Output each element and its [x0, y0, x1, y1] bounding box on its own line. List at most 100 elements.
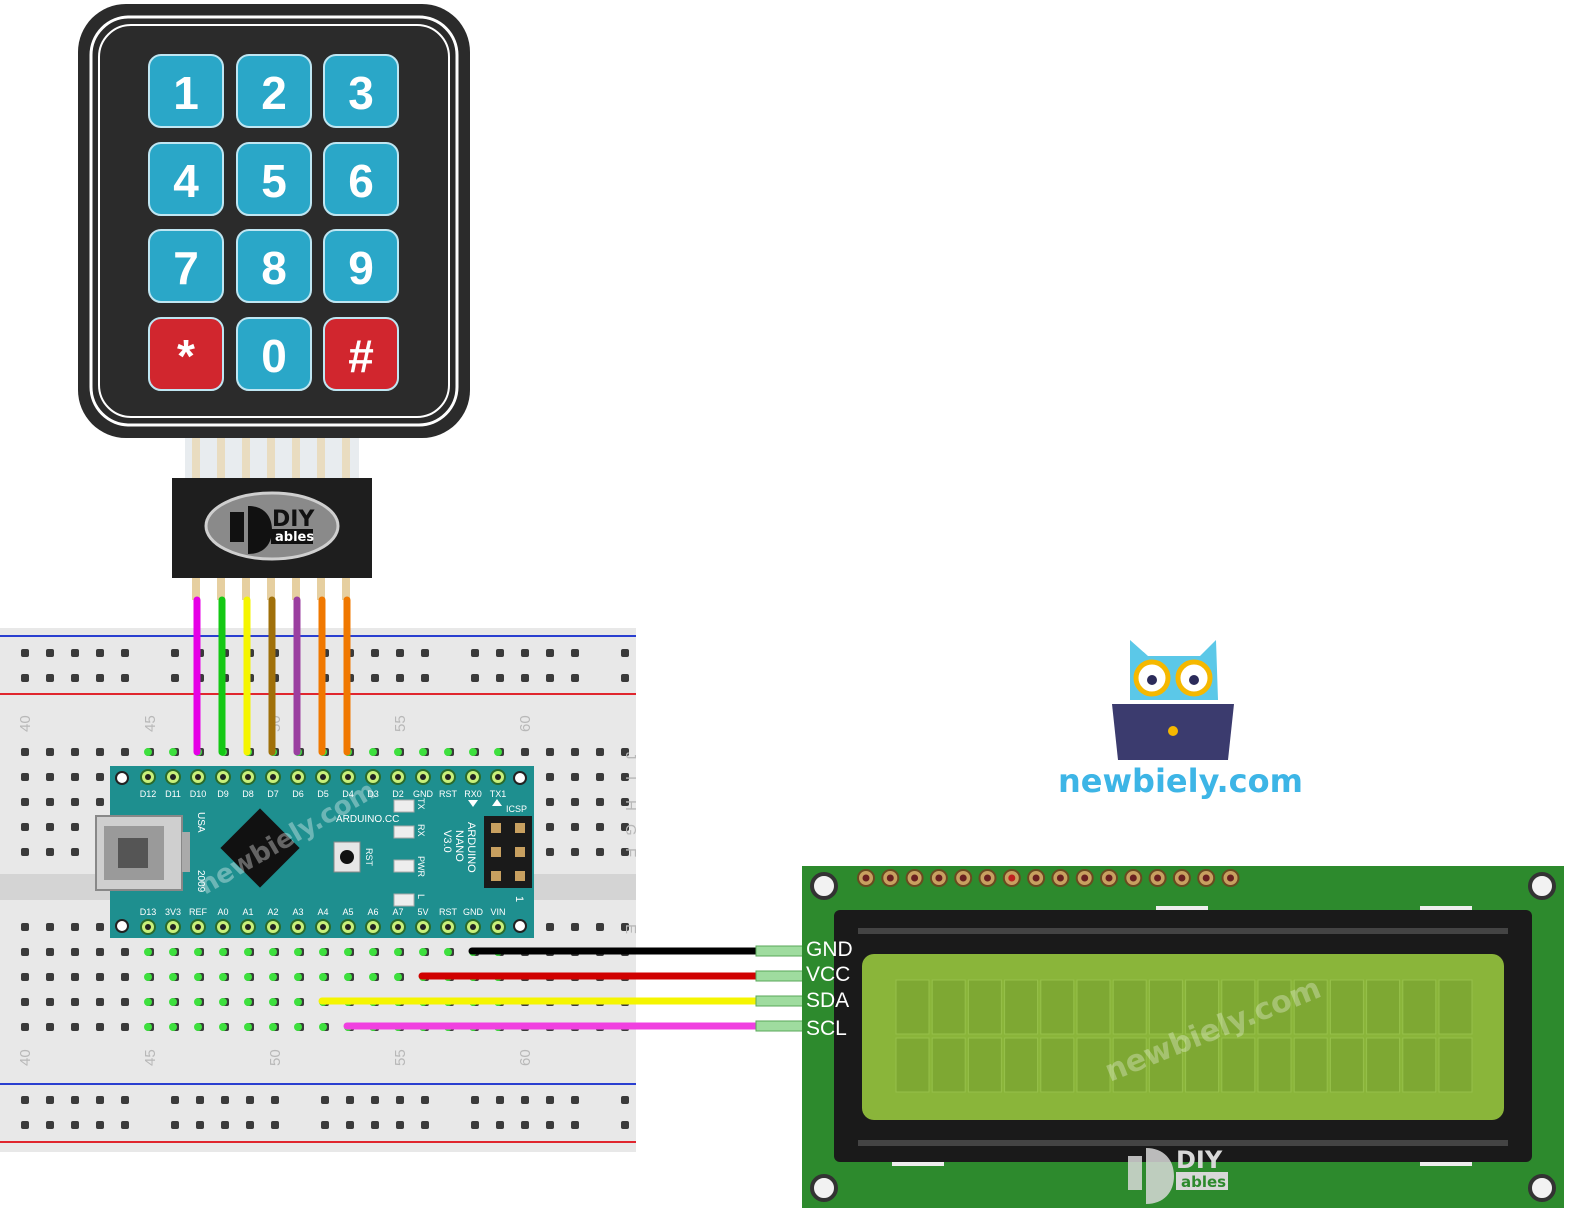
- bb-hole: [496, 674, 504, 682]
- lcd-diyables-logo-icon: [1128, 1148, 1174, 1204]
- bb-connected-hole: [169, 948, 177, 956]
- lcd-character-cell: [1221, 1037, 1256, 1093]
- keypad-key-face[interactable]: [323, 229, 399, 303]
- bb-hole: [521, 748, 529, 756]
- bb-hole: [71, 848, 79, 856]
- keypad-key[interactable]: 8: [236, 229, 312, 303]
- keypad-key[interactable]: *: [148, 317, 224, 391]
- keypad-key-face[interactable]: [148, 142, 224, 216]
- keypad-key[interactable]: 7: [148, 229, 224, 303]
- bb-hole: [596, 773, 604, 781]
- bb-hole: [571, 649, 579, 657]
- lcd-character-cell: [1329, 979, 1364, 1035]
- keypad-key[interactable]: 6: [323, 142, 399, 216]
- bb-connected-hole: [294, 973, 302, 981]
- keypad-key-face[interactable]: [148, 229, 224, 303]
- keypad-key[interactable]: #: [323, 317, 399, 391]
- breadboard-row-letters: J I H G F E: [622, 752, 639, 934]
- connector-pin-stubs: [192, 578, 350, 600]
- keypad-key-face[interactable]: [323, 317, 399, 391]
- usb-connector: [95, 815, 190, 891]
- lcd-character-cell: [1185, 1037, 1220, 1093]
- arduino-pin-hole: [170, 924, 176, 930]
- connector-logo-text-bottom: ables: [275, 530, 314, 545]
- bb-hole: [71, 1121, 79, 1129]
- bb-hole: [46, 973, 54, 981]
- keypad-key-label: 4: [173, 155, 199, 207]
- bb-hole: [396, 1121, 404, 1129]
- bb-col-number: 45: [142, 1049, 159, 1066]
- keypad-key-face[interactable]: [323, 54, 399, 128]
- arduino-top-pin-label: D12: [140, 789, 157, 799]
- lcd-character-cell: [1076, 1037, 1111, 1093]
- bb-connected-hole: [194, 948, 202, 956]
- keypad-key-face[interactable]: [236, 317, 312, 391]
- lcd-character-cell: [1329, 1037, 1364, 1093]
- bb-hole: [596, 823, 604, 831]
- lcd-header-pin-hole: [1202, 874, 1210, 882]
- bb-row-letter: H: [622, 800, 639, 811]
- lcd-header-pin-hole: [862, 874, 870, 882]
- keypad-key[interactable]: 3: [323, 54, 399, 128]
- keypad-key[interactable]: 4: [148, 142, 224, 216]
- keypad-key[interactable]: 0: [236, 317, 312, 391]
- arduino-pin-hole: [245, 924, 251, 930]
- bb-hole: [46, 948, 54, 956]
- bb-hole: [221, 1121, 229, 1129]
- icsp-pins: [491, 823, 525, 881]
- lcd-header-pin-hole: [1227, 874, 1234, 882]
- bb-hole: [21, 948, 29, 956]
- lcd-header-pin-hole: [959, 874, 967, 882]
- bb-hole: [621, 798, 629, 806]
- bb-connected-hole: [369, 748, 377, 756]
- bb-hole: [21, 748, 29, 756]
- arduino-bottom-pin-label: VIN: [490, 907, 505, 917]
- bb-hole: [96, 1023, 104, 1031]
- led-rx: [393, 825, 415, 839]
- arduino-pin-hole: [270, 774, 276, 780]
- bb-hole: [621, 674, 629, 682]
- keypad-key[interactable]: 9: [323, 229, 399, 303]
- bb-hole: [596, 798, 604, 806]
- bb-connected-hole: [419, 948, 427, 956]
- keypad-key[interactable]: 1: [148, 54, 224, 128]
- reset-button-cap[interactable]: [340, 850, 354, 864]
- board-name-line-1: ARDUINO: [465, 822, 477, 873]
- bb-hole: [371, 1096, 379, 1104]
- lcd-logo-text-bottom: ables: [1181, 1173, 1226, 1191]
- bb-hole: [46, 1121, 54, 1129]
- bb-connected-hole: [194, 998, 202, 1006]
- bb-hole: [346, 1096, 354, 1104]
- lcd-character-cell: [1040, 1037, 1075, 1093]
- keypad-key-face[interactable]: [236, 229, 312, 303]
- bb-connected-hole: [319, 948, 327, 956]
- keypad-key-face[interactable]: [236, 54, 312, 128]
- bb-hole: [46, 748, 54, 756]
- bb-hole: [121, 1096, 129, 1104]
- lcd-logo-text-top: DIY: [1176, 1146, 1223, 1174]
- bb-hole: [46, 848, 54, 856]
- lcd-header-pin-hole: [1081, 874, 1089, 882]
- board-name-line-2: NANO: [453, 830, 465, 862]
- bb-hole: [621, 923, 629, 931]
- bb-connected-hole: [444, 748, 452, 756]
- lcd-header-pin-hole: [935, 874, 943, 882]
- bb-hole: [521, 649, 529, 657]
- lcd-character-cell: [1257, 1037, 1292, 1093]
- lcd-character-cell: [895, 979, 930, 1035]
- bb-hole: [71, 1096, 79, 1104]
- bb-connected-hole: [269, 973, 277, 981]
- keypad-key[interactable]: 5: [236, 142, 312, 216]
- lcd-mount-hole: [1528, 872, 1556, 900]
- keypad-key-face[interactable]: [148, 317, 224, 391]
- keypad-key[interactable]: 2: [236, 54, 312, 128]
- keypad-key-face[interactable]: [148, 54, 224, 128]
- bb-hole: [96, 649, 104, 657]
- mount-hole: [115, 771, 129, 785]
- brand-site-text[interactable]: newbiely.com: [1058, 762, 1303, 800]
- arduino-pin-rows: D12D13D113V3D10REFD9A0D8A1D7A2D6A3D5A4D4…: [140, 748, 506, 1031]
- keypad-key-face[interactable]: [236, 142, 312, 216]
- keypad-key-face[interactable]: [323, 142, 399, 216]
- bb-hole: [171, 674, 179, 682]
